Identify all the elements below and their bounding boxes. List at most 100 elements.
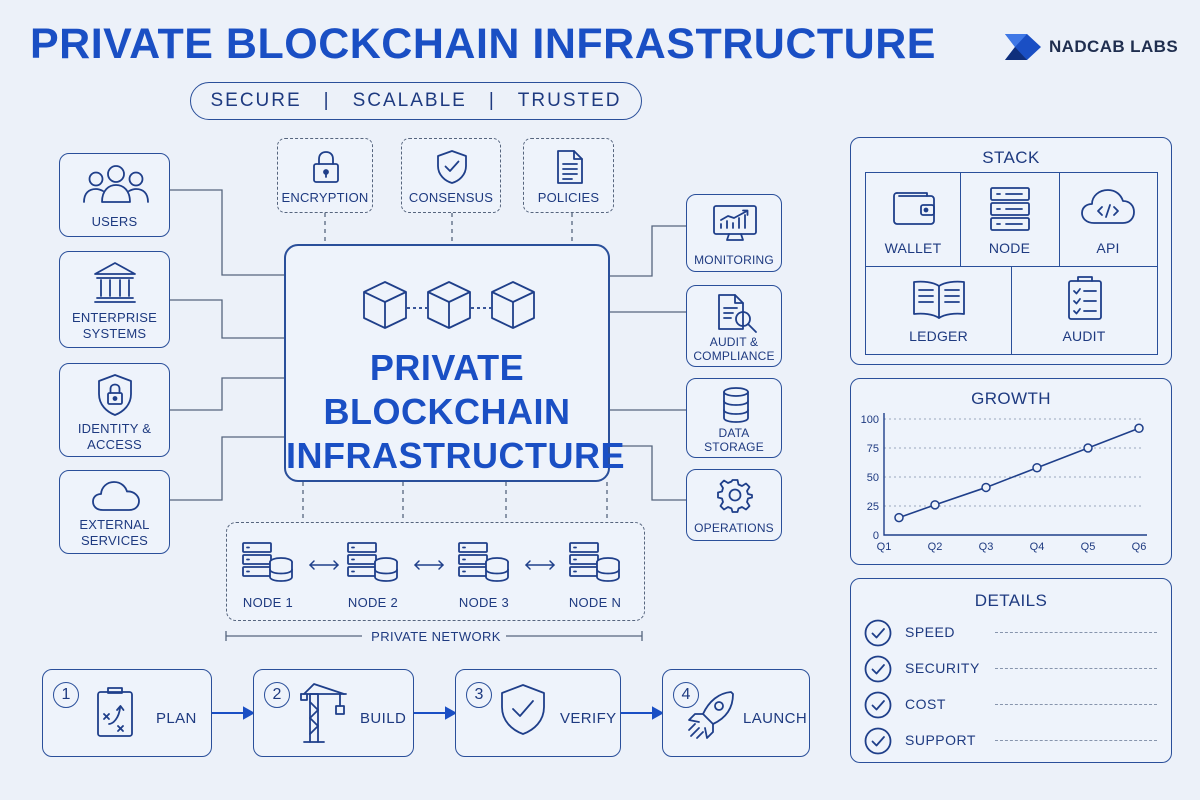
check-circle-icon [864, 727, 892, 755]
brand-name: NADCAB LABS [1049, 37, 1179, 56]
stack-panel: STACK WALLET NODE API [850, 137, 1172, 365]
step-number: 2 [264, 682, 290, 708]
shield-lock-icon [98, 374, 132, 416]
operations-label: OPERATIONS [694, 521, 774, 535]
step-label: BUILD [360, 710, 407, 727]
detail-item: SUPPORT [863, 726, 1157, 755]
detail-label: COST [905, 696, 946, 712]
x-tick-label: Q2 [928, 541, 943, 553]
gear-icon [717, 479, 753, 513]
detail-label: SECURITY [905, 660, 980, 676]
y-tick-label: 50 [867, 472, 879, 484]
rocket-icon [688, 691, 734, 739]
network-node: NODE 3 [456, 540, 522, 612]
operations-block: OPERATIONS [686, 469, 782, 541]
data-point [930, 500, 940, 510]
network-node: NODE N [567, 540, 633, 612]
identity-access-block: IDENTITY & ACCESS [59, 363, 170, 457]
stack-grid: WALLET NODE API LEDGER [865, 172, 1158, 355]
dotted-rule [995, 632, 1157, 633]
monitoring-label: MONITORING [694, 253, 774, 267]
encryption-block: ENCRYPTION [277, 138, 373, 213]
private-network-bracket [225, 631, 643, 641]
stack-label: AUDIT [1062, 328, 1106, 344]
check-circle-icon [864, 619, 892, 647]
data-point [894, 512, 904, 523]
stack-item-wallet: WALLET [866, 173, 960, 266]
series-line [898, 427, 1140, 519]
x-tick-label: Q5 [1081, 541, 1096, 553]
x-tick-label: Q1 [877, 541, 892, 553]
monitor-chart-icon [713, 205, 757, 241]
dotted-rule [995, 740, 1157, 741]
step-build: 2 BUILD [253, 669, 414, 757]
y-tick-label: 0 [873, 530, 879, 542]
cloud-icon [92, 481, 140, 511]
network-node: NODE 1 [240, 540, 306, 612]
step-plan: 1 PLAN [42, 669, 212, 757]
crane-icon [300, 683, 347, 743]
data-point [1032, 462, 1042, 473]
identity-access-label: IDENTITY & ACCESS [77, 421, 152, 452]
brand-logo: NADCAB LABS [1003, 30, 1178, 64]
server-database-icon [567, 540, 623, 589]
consensus-label: CONSENSUS [408, 190, 494, 205]
details-title: DETAILS [974, 591, 1048, 610]
tagline-separator: | [488, 90, 496, 111]
clipboard-plan-icon [97, 687, 133, 737]
step-launch: 4 LAUNCH [662, 669, 810, 757]
audit-compliance-label: AUDIT & COMPLIANCE [693, 335, 775, 363]
stack-divider [960, 173, 961, 266]
consensus-block: CONSENSUS [401, 138, 501, 213]
detail-item: SPEED [863, 618, 1157, 647]
growth-title: GROWTH [971, 389, 1051, 408]
tagline-pill: SECURE | SCALABLE | TRUSTED [190, 82, 642, 120]
data-point [1134, 423, 1144, 434]
x-tick-label: Q6 [1132, 541, 1147, 553]
detail-label: SUPPORT [905, 732, 976, 748]
step-label: LAUNCH [743, 710, 808, 727]
step-number: 4 [673, 682, 699, 708]
x-tick-label: Q4 [1030, 541, 1045, 553]
y-tick-label: 25 [867, 501, 879, 513]
stack-label: NODE [988, 240, 1031, 256]
server-database-icon [240, 540, 296, 589]
stack-label: LEDGER [909, 328, 968, 344]
monitoring-block: MONITORING [686, 194, 782, 272]
network-node: NODE 2 [345, 540, 411, 612]
enterprise-systems-label: ENTERPRISE SYSTEMS [71, 310, 158, 341]
private-network-label: PRIVATE NETWORK [371, 629, 501, 644]
check-circle-icon [864, 655, 892, 683]
bidirectional-arrow-icon [522, 558, 558, 577]
center-title: PRIVATE BLOCKCHAIN INFRASTRUCTURE [286, 347, 625, 476]
data-point [1083, 443, 1093, 453]
tagline-scalable: SCALABLE [352, 90, 467, 111]
lock-icon [313, 151, 339, 183]
linked-blocks-icon [363, 281, 535, 329]
bidirectional-arrow-icon [411, 558, 447, 577]
dotted-rule [995, 668, 1157, 669]
bank-icon [94, 262, 136, 303]
wallet-icon [893, 192, 935, 225]
bidirectional-arrow-icon [306, 558, 342, 577]
chart-axes [883, 413, 1147, 536]
step-number: 1 [53, 682, 79, 708]
database-icon [723, 387, 749, 423]
y-tick-label: 100 [861, 414, 879, 426]
details-panel: DETAILS SPEED SECURITY COST SUPPORT [850, 578, 1172, 763]
server-database-icon [345, 540, 401, 589]
y-tick-label: 75 [867, 443, 879, 455]
external-services-block: EXTERNAL SERVICES [59, 470, 170, 554]
users-icon [83, 165, 149, 203]
cloud-code-icon [1081, 189, 1135, 224]
page-title: PRIVATE BLOCKCHAIN INFRASTRUCTURE [30, 20, 936, 68]
users-label: USERS [91, 214, 138, 229]
users-block: USERS [59, 153, 170, 237]
dotted-rule [995, 704, 1157, 705]
check-circle-icon [864, 691, 892, 719]
stack-item-node: NODE [960, 173, 1059, 266]
stack-title: STACK [982, 148, 1040, 167]
